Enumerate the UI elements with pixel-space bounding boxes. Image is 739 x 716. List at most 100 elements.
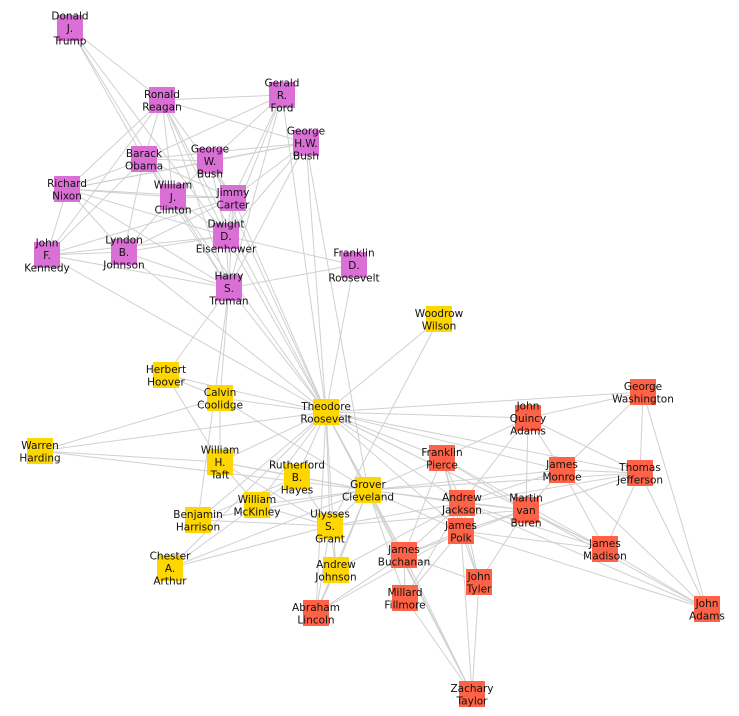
- node-square[interactable]: [313, 399, 339, 425]
- node-square[interactable]: [220, 185, 246, 211]
- node-square[interactable]: [157, 555, 183, 581]
- node-square[interactable]: [213, 223, 239, 249]
- node-label: Truman: [208, 296, 248, 308]
- node-label: R.: [277, 90, 287, 102]
- node-square[interactable]: [269, 82, 295, 108]
- node-square[interactable]: [549, 457, 575, 483]
- edge-cleveland-jefferson: [367, 472, 641, 491]
- node-square[interactable]: [153, 362, 179, 388]
- node-square[interactable]: [426, 306, 452, 332]
- node-square[interactable]: [317, 513, 343, 539]
- node-square[interactable]: [323, 557, 349, 583]
- node-square[interactable]: [627, 460, 653, 486]
- node-square[interactable]: [459, 681, 485, 707]
- node-label: Franklin: [421, 447, 462, 459]
- node-label: Arthur: [153, 576, 187, 588]
- node-square[interactable]: [207, 385, 233, 411]
- node-square[interactable]: [513, 497, 539, 523]
- node-square[interactable]: [341, 252, 367, 278]
- node-square[interactable]: [303, 600, 329, 626]
- node-label: James: [444, 520, 477, 532]
- node-label: Bush: [197, 169, 223, 181]
- node-square[interactable]: [284, 464, 310, 490]
- node-square[interactable]: [293, 130, 319, 156]
- node-square[interactable]: [149, 87, 175, 113]
- node-square[interactable]: [57, 15, 83, 41]
- node-square[interactable]: [466, 569, 492, 595]
- node-square[interactable]: [207, 449, 233, 475]
- node-square[interactable]: [391, 542, 417, 568]
- node-square[interactable]: [694, 596, 720, 622]
- node-square[interactable]: [392, 585, 418, 611]
- node-square[interactable]: [448, 518, 474, 544]
- node-label: Pierce: [426, 459, 458, 471]
- node-square[interactable]: [160, 184, 186, 210]
- node-square[interactable]: [355, 477, 381, 503]
- node-square[interactable]: [630, 379, 656, 405]
- edge-truman-troosevelt: [228, 287, 327, 413]
- node-square[interactable]: [429, 445, 455, 471]
- node-square[interactable]: [216, 275, 242, 301]
- node-square[interactable]: [131, 146, 157, 172]
- node-square[interactable]: [111, 239, 137, 265]
- edge-wilson-grant: [329, 318, 440, 527]
- node-square[interactable]: [244, 492, 270, 518]
- node-label: Nixon: [52, 190, 82, 202]
- node-square[interactable]: [34, 242, 60, 268]
- edge-cleveland-polk: [367, 489, 462, 532]
- edge-trump-eisenhower: [69, 27, 227, 237]
- node-square[interactable]: [185, 507, 211, 533]
- node-square[interactable]: [449, 490, 475, 516]
- edge-lbj-eisenhower: [123, 235, 227, 253]
- node-label: D.: [348, 260, 359, 272]
- node-square[interactable]: [27, 438, 53, 464]
- node-square[interactable]: [515, 405, 541, 431]
- node-square[interactable]: [54, 176, 80, 202]
- node-square[interactable]: [197, 148, 223, 174]
- node-label: Benjamin: [173, 509, 222, 521]
- node-square[interactable]: [592, 536, 618, 562]
